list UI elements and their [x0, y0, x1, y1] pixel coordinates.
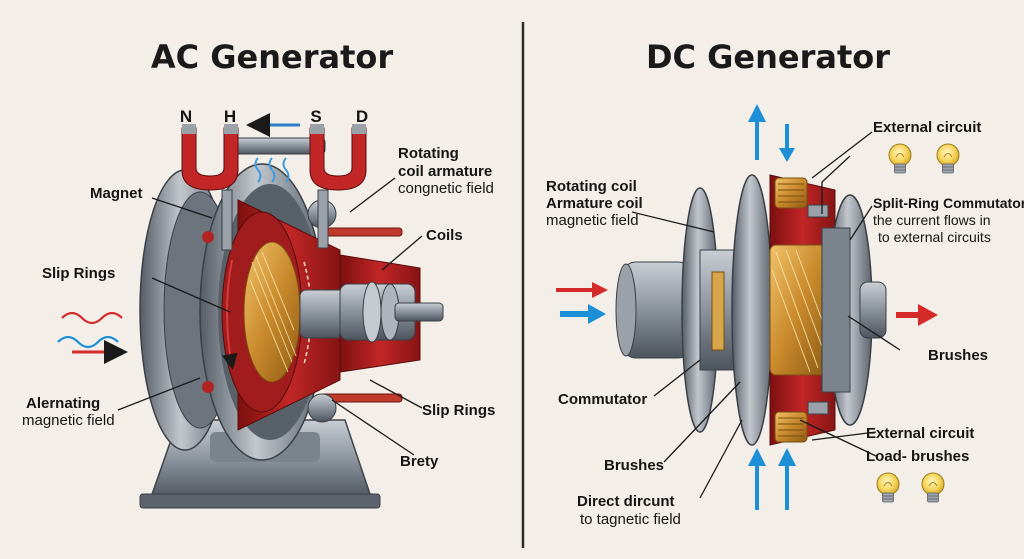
- alternating-wave-icon: [57, 311, 128, 364]
- label-rotating-line1: Rotating: [398, 145, 459, 162]
- label-direct-line2: to tagnetic field: [580, 511, 681, 528]
- label-alternating-line1: Alernating: [26, 395, 100, 412]
- label-brushes-bottom: Brushes: [604, 457, 664, 474]
- ac-title: AC Generator: [151, 38, 394, 76]
- label-load-brushes: Load- brushes: [866, 448, 969, 465]
- label-slip-rings-left: Slip Rings: [42, 265, 115, 282]
- dc-title: DC Generator: [646, 38, 890, 76]
- ac-brush-rods: [202, 189, 403, 423]
- ac-shaft: [299, 254, 444, 373]
- bulb-icon: [876, 472, 900, 503]
- label-split-line3: to external circuits: [878, 229, 991, 245]
- pole-label-h: H: [224, 107, 236, 126]
- bulb-icon: [921, 472, 945, 503]
- dc-machine: [615, 174, 887, 446]
- label-brety: Brety: [400, 453, 439, 470]
- label-split-line1: Split-Ring Commutator: [873, 195, 1024, 211]
- label-direct-line1: Direct dircunt: [577, 493, 675, 510]
- pole-label-d: D: [356, 107, 368, 126]
- dc-armature-coil: [769, 244, 827, 376]
- label-slip-rings-right: Slip Rings: [422, 402, 495, 419]
- label-rotating-line3: congnetic field: [398, 180, 494, 197]
- label-brushes-right: Brushes: [928, 347, 988, 364]
- label-coils: Coils: [426, 227, 463, 244]
- magnet-icon: [181, 113, 367, 191]
- dc-flow-arrows: [556, 104, 938, 510]
- label-external-circuit-top: External circuit: [873, 119, 981, 136]
- label-dc-rotating-line1: Rotating coil: [546, 178, 637, 195]
- bulb-icon: [888, 143, 912, 174]
- label-external-circuit-bottom: External circuit: [866, 425, 974, 442]
- pole-label-s: S: [310, 107, 321, 126]
- label-commutator: Commutator: [558, 391, 647, 408]
- label-alternating-line2: magnetic field: [22, 412, 115, 429]
- pole-label-n: N: [180, 107, 192, 126]
- label-magnet: Magnet: [90, 185, 143, 202]
- label-dc-rotating-line2: Armature coil: [546, 195, 643, 212]
- bulb-icon: [936, 143, 960, 174]
- label-rotating-line2: coil armature: [398, 163, 492, 180]
- label-dc-rotating-line3: magnetic field: [546, 212, 639, 229]
- label-split-line2: the current flows in: [873, 212, 991, 228]
